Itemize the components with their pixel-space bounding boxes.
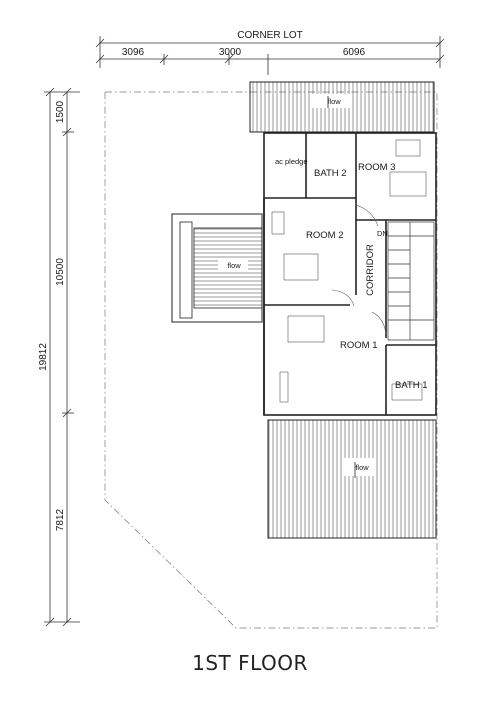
left-dimension-3: 7812 bbox=[55, 508, 66, 531]
top-dimension-3: 6096 bbox=[343, 47, 366, 58]
bath-1-label: BATH 1 bbox=[395, 380, 428, 391]
corridor-label: CORRIDOR bbox=[365, 244, 376, 296]
top-roof-flow-label: flow bbox=[327, 97, 341, 106]
room-3-label: ROOM 3 bbox=[358, 162, 395, 173]
floor-plan-drawing: CORNER LOT 3096 3000 6096 19812 1500 105… bbox=[38, 30, 445, 629]
left-dimension-lines bbox=[44, 87, 80, 627]
left-dimension-total: 19812 bbox=[38, 343, 49, 371]
bottom-roof-flow-label: flow bbox=[355, 463, 369, 472]
ac-ledge-label: ac pledge bbox=[275, 157, 308, 166]
bath-2-label: BATH 2 bbox=[314, 168, 347, 179]
corner-lot-label: CORNER LOT bbox=[237, 30, 303, 41]
left-dimension-1: 1500 bbox=[55, 100, 66, 123]
top-dimension-2: 3000 bbox=[219, 47, 242, 58]
room-1-label: ROOM 1 bbox=[340, 340, 377, 351]
bottom-roof bbox=[267, 419, 437, 539]
staircase bbox=[387, 221, 435, 341]
stair-down-label: DN bbox=[377, 229, 388, 238]
left-dimension-2: 10500 bbox=[55, 258, 66, 286]
side-roof-flow-label: flow bbox=[227, 261, 241, 270]
furniture bbox=[271, 139, 427, 403]
house-walls bbox=[263, 132, 437, 416]
floor-title: 1ST FLOOR bbox=[192, 651, 308, 675]
room-2-label: ROOM 2 bbox=[306, 230, 343, 241]
top-dimension-1: 3096 bbox=[122, 47, 145, 58]
top-dimension-lines bbox=[95, 36, 445, 75]
